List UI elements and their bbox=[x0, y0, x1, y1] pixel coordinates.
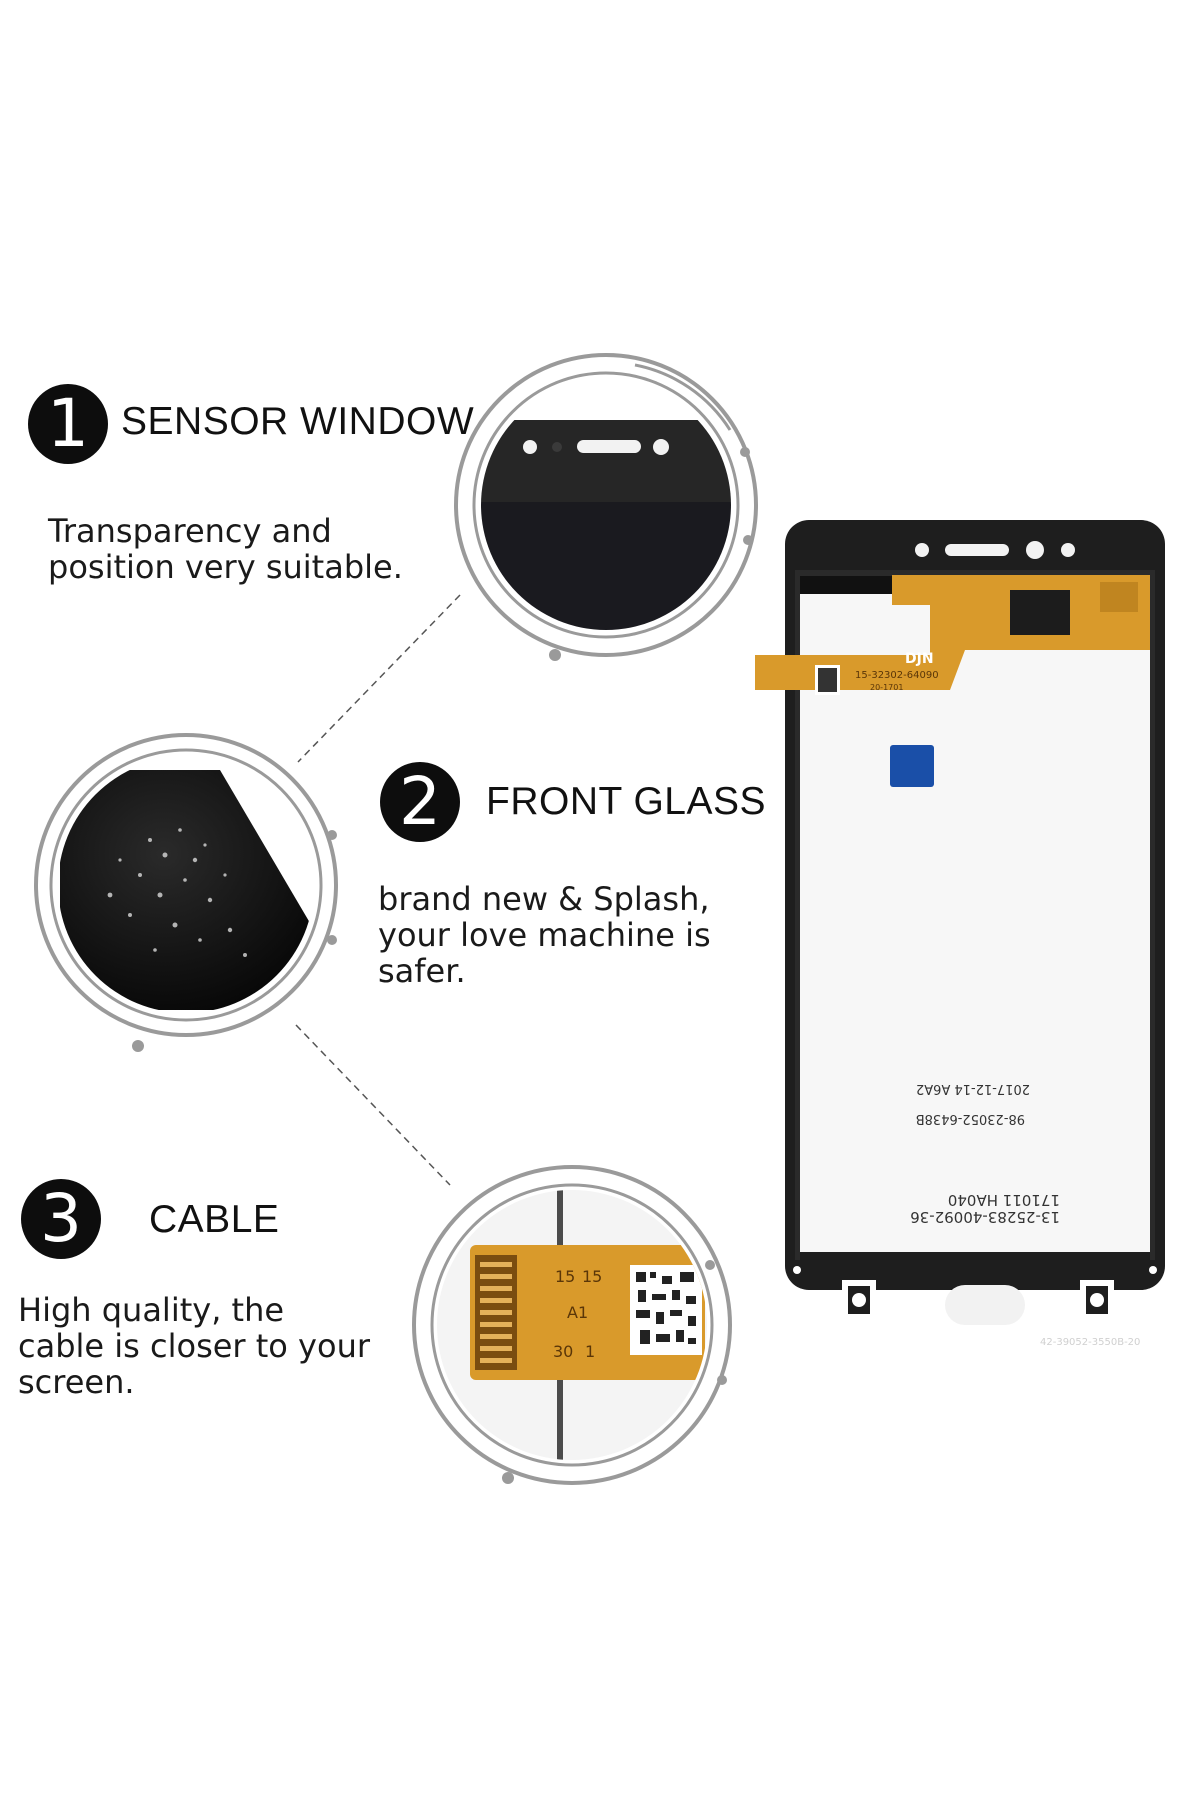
feature-3-description: High quality, the cable is closer to you… bbox=[18, 1291, 370, 1401]
feature-2-title: FRONT GLASS bbox=[486, 780, 767, 823]
feature-3-number-badge: 3 bbox=[21, 1179, 101, 1259]
connector-line-2 bbox=[295, 1024, 451, 1186]
panel-bottom-code: 42-39052-3550B-20 bbox=[1040, 1337, 1140, 1348]
panel-serial-code: 13-25283-40092-36 bbox=[910, 1208, 1060, 1226]
panel-part-code: 98-23052-6438B bbox=[916, 1111, 1025, 1126]
cable-zoom: 15 15 A1 30 1 bbox=[412, 1165, 732, 1485]
cable-pin-label-30: 30 bbox=[553, 1342, 573, 1361]
feature-3-title: CABLE bbox=[149, 1198, 280, 1241]
feature-2-number-badge: 2 bbox=[380, 762, 460, 842]
feature-1-number-badge: 1 bbox=[28, 384, 108, 464]
blue-sensor-tab bbox=[890, 745, 934, 787]
panel-date-code: 2017-12-14 A6A2 bbox=[916, 1081, 1030, 1096]
feature-1-title: SENSOR WINDOW bbox=[121, 400, 475, 443]
sensor-window-zoom bbox=[454, 353, 758, 661]
flex-code-small-label: 20-1701 bbox=[870, 683, 903, 692]
cable-pin-label-a1: A1 bbox=[567, 1303, 588, 1322]
feature-2-description: brand new & Splash, your love machine is… bbox=[378, 880, 711, 990]
cable-pin-label-15b: 15 bbox=[582, 1267, 602, 1286]
lcd-panel: DJN 15-32302-64090 20-1701 2017-12-14 A6… bbox=[755, 520, 1165, 1348]
cable-pin-label-1: 1 bbox=[585, 1342, 595, 1361]
front-glass-zoom bbox=[34, 733, 338, 1052]
panel-lot-code: 171011 HA040 bbox=[948, 1191, 1060, 1209]
home-button-cutout bbox=[945, 1285, 1025, 1325]
flex-code-label: 15-32302-64090 bbox=[855, 670, 939, 681]
feature-1-description: Transparency and position very suitable. bbox=[48, 512, 403, 586]
connector-line-1 bbox=[297, 594, 461, 763]
cable-pin-label-15a: 15 bbox=[555, 1267, 575, 1286]
flex-brand-label: DJN bbox=[905, 651, 934, 667]
